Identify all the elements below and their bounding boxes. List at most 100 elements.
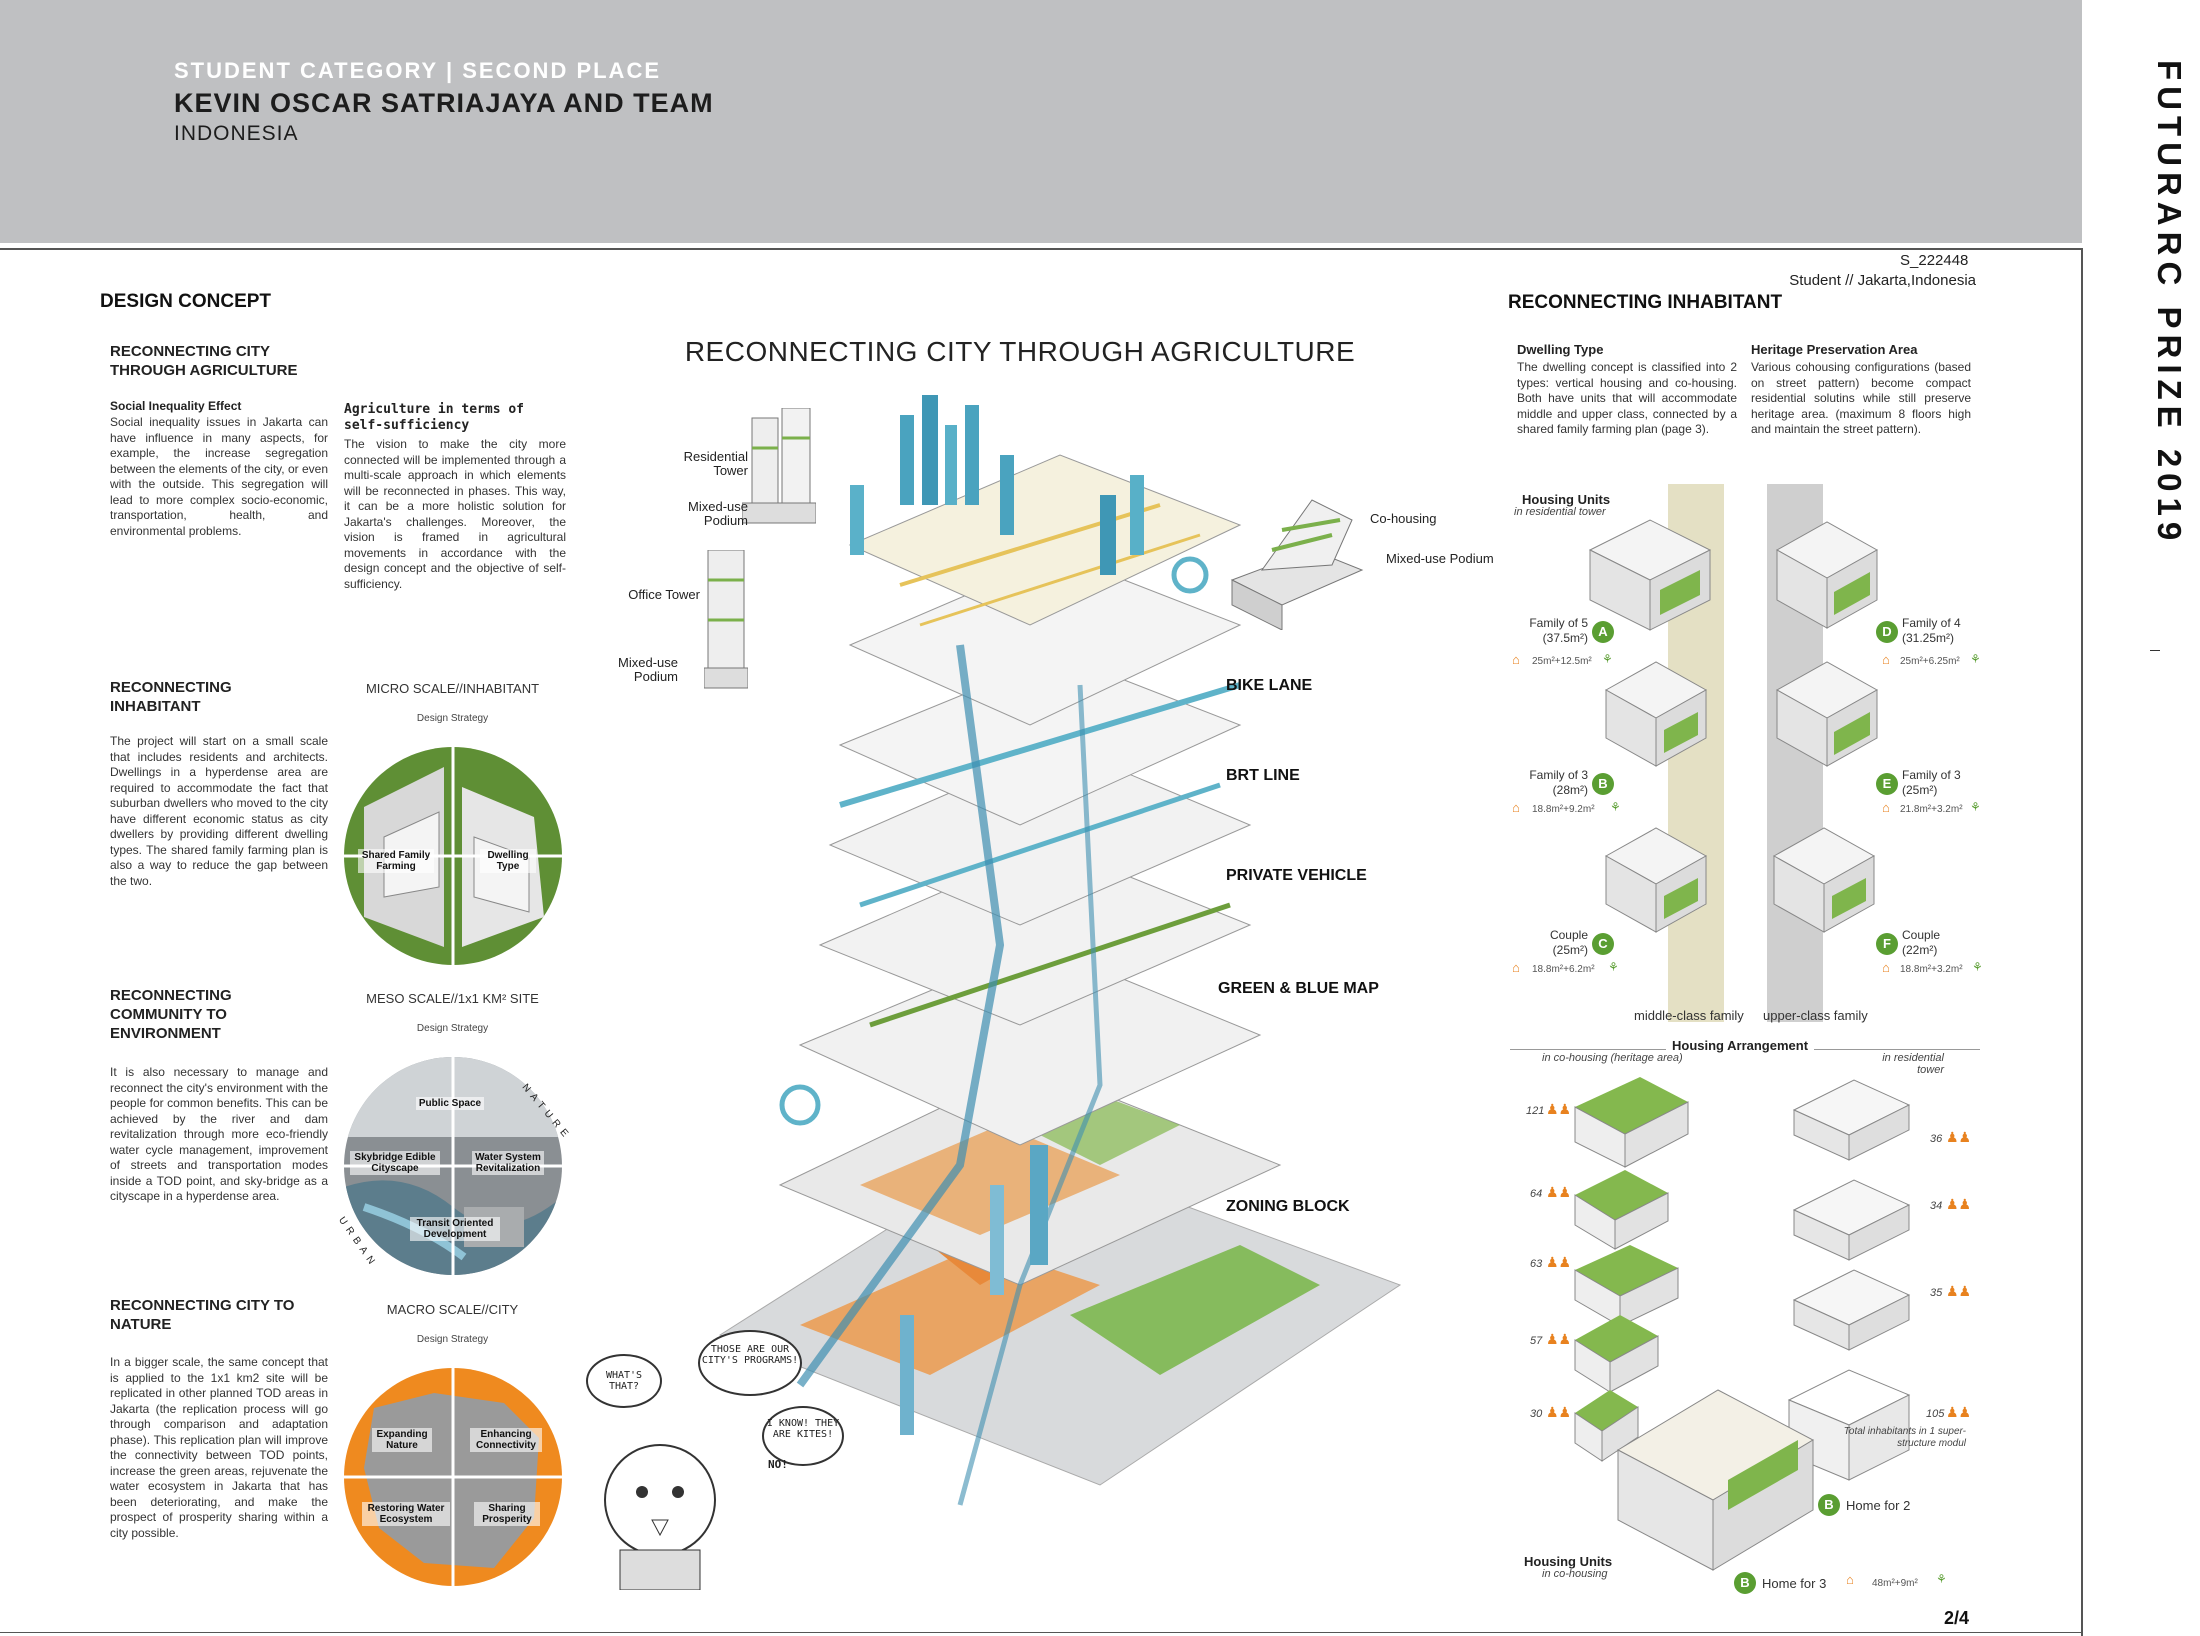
unit-area: 18.8m²+9.2m² [1532,804,1595,815]
team-name: KEVIN OSCAR SATRIAJAYA AND TEAM [174,88,714,118]
section-heading: RECONNECTING CITY TO NATURE [110,1297,295,1333]
quadrant-label: Restoring Water Ecosystem [362,1502,450,1526]
speech-bubble: THOSE ARE OUR CITY'S PROGRAMS! [698,1330,802,1396]
layer-label: BRT LINE [1226,767,1300,784]
unit-size: (25m²) [1552,943,1588,957]
country-label: INDONESIA [174,122,299,145]
right-title: RECONNECTING INHABITANT [1508,292,1783,313]
home-badge: B [1734,1572,1756,1594]
quadrant-label: Expanding Nature [372,1428,432,1452]
sprout-icon: ⚘ [1602,652,1613,666]
arrangement-heading: Housing Arrangement [1666,1038,1815,1053]
unit-label: Couple [1549,928,1588,942]
heritage-body: Various cohousing configurations (based … [1751,360,1971,436]
quadrant-label: Water System Revitalization [472,1151,544,1175]
sprout-icon: ⚘ [1608,960,1619,974]
meso-scale-diagram: Public Space Skybridge Edible Cityscape … [344,1057,562,1275]
house-icon: ⌂ [1512,800,1520,815]
unit-area: 25m²+12.5m² [1532,656,1592,667]
cohousing-unit-illustration [1608,1360,1818,1580]
house-icon: ⌂ [1882,960,1890,975]
heritage-heading: Heritage Preservation Area [1751,342,1918,357]
unit-badge: A [1592,621,1614,643]
prize-title: FUTURARC PRIZE 2019 [2151,60,2188,547]
house-icon: ⌂ [1846,1572,1854,1587]
page-number: 2/4 [1944,1608,1970,1628]
unit-label: Family of 4 [1902,616,1961,630]
sprout-icon: ⚘ [1970,652,1981,666]
scale-label: MICRO SCALE//INHABITANT [365,681,540,696]
house-icon: ⌂ [1882,800,1890,815]
home-badge: B [1818,1494,1840,1516]
people-icon: ♟♟ [1546,1254,1572,1270]
center-title: RECONNECTING CITY THROUGH AGRICULTURE [684,336,1356,367]
unit-size: (28m²) [1552,783,1588,797]
project-code: S_222448 [1900,252,1969,269]
section-heading: RECONNECTING COMMUNITY TO ENVIRONMENT [110,987,232,1042]
section-body: It is also necessary to manage and recon… [110,1065,328,1203]
dwelling-body: The dwelling concept is classified into … [1517,360,1737,436]
residential-tower-illustration [741,407,817,524]
sprout-icon: ⚘ [1936,1572,1947,1586]
strategy-label: Design Strategy [416,1334,489,1345]
layered-city-diagram [718,395,1402,1506]
tower-module-stack [1784,1070,1914,1490]
home-for-3-label: Home for 3 [1762,1576,1827,1591]
unit-area: 25m²+6.25m² [1900,656,1960,667]
strategy-label: Design Strategy [416,713,489,724]
units-subheading: in residential tower [1514,506,1606,518]
unit-size: (25m²) [1902,783,1938,797]
speech-bubble: I KNOW! THEY ARE KITES! [762,1406,844,1466]
header-band [0,0,2082,243]
sprout-icon: ⚘ [1610,800,1621,814]
people-icon: ♟♟ [1946,1404,1972,1420]
people-icon: ♟♟ [1546,1331,1572,1347]
unit-badge: F [1876,933,1898,955]
cohousing-block [1570,1165,1670,1251]
unit-badge: D [1876,621,1898,643]
unit-badge: E [1876,773,1898,795]
comic-character [580,1440,740,1591]
home-area: 48m²+9m² [1872,1578,1918,1589]
agri-body: The vision to make the city more connect… [344,437,566,591]
unit-label: Family of 3 [1902,768,1961,782]
student-info: Student // Jakarta,Indonesia [1789,272,1976,289]
unit-badge: C [1592,933,1614,955]
units-heading: Housing Units [1522,492,1611,507]
category-label: STUDENT CATEGORY | SECOND PLACE [174,58,662,83]
unit-area: 18.8m²+6.2m² [1532,964,1595,975]
inhabitant-count: 57 [1530,1335,1543,1347]
quadrant-label: Sharing Prosperity [474,1502,540,1526]
quadrant-label: Transit Oriented Development [410,1217,500,1241]
quadrant-label: Enhancing Connectivity [470,1428,542,1452]
inhabitant-count: 30 [1530,1408,1543,1420]
cohousing-block [1570,1310,1660,1396]
section-body: The project will start on a small scale … [110,734,328,888]
people-icon: ♟♟ [1946,1129,1972,1145]
unit-label: Family of 5 [1529,616,1588,630]
building-label: Mixed-use Podium [1386,551,1494,566]
layer-label: PRIVATE VEHICLE [1226,867,1367,884]
home-for-2-label: Home for 2 [1846,1498,1911,1513]
strategy-label: Design Strategy [416,1023,489,1034]
micro-scale-diagram: Shared Family Farming Dwelling Type [344,747,562,965]
unit-a-illustration [1580,500,1716,638]
quadrant-label: Skybridge Edible Cityscape [350,1151,440,1175]
arrangement-left-sub: in co-housing (heritage area) [1542,1052,1683,1064]
total-note: Total inhabitants in 1 super-structure m… [1843,1426,1966,1449]
inhabitant-count: 64 [1530,1188,1543,1200]
unit-f-illustration [1764,806,1884,942]
unit-size: (22m²) [1902,943,1938,957]
cohousing-units-heading: Housing Units [1524,1554,1613,1569]
cohousing-block [1570,1240,1680,1330]
inhabitant-count: 34 [1930,1200,1943,1212]
cohousing-block [1570,1385,1640,1465]
macro-scale-diagram: Expanding Nature Enhancing Connectivity … [344,1368,562,1586]
unit-area: 21.8m²+3.2m² [1900,804,1963,815]
quadrant-label: Shared Family Farming [358,849,434,873]
office-tower-illustration [703,549,749,690]
building-label: Mixed-use Podium [618,655,678,684]
frame-line-right [2081,248,2083,1636]
agri-heading: Agriculture in terms of self-sufficiency [344,402,525,433]
concept-subtitle: RECONNECTING CITY THROUGH AGRICULTURE [110,343,298,379]
